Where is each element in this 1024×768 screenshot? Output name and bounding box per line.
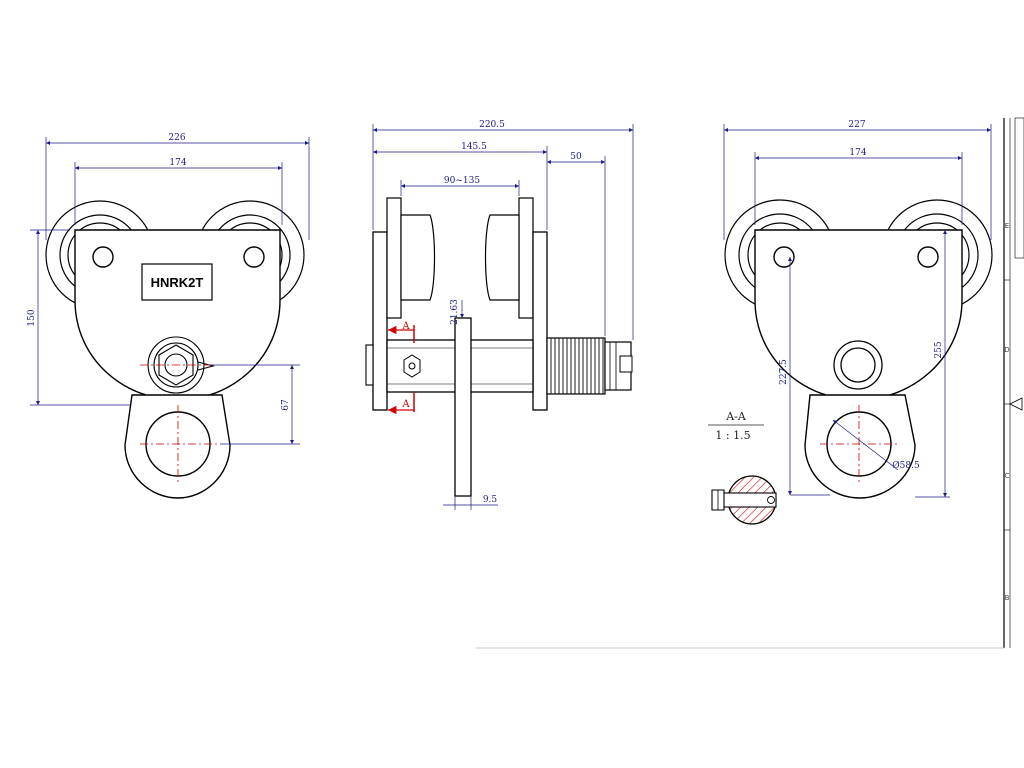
zone-label-d: D [1004, 346, 1009, 354]
side-dim-flange: 90~135 [444, 176, 480, 186]
rear-axle-hole-left [773, 246, 795, 268]
rear-dim-overall-width: 227 [848, 120, 865, 130]
side-right-wheel [484, 197, 534, 319]
front-axle-hole-right [243, 246, 265, 268]
side-dim-plate: 9.5 [483, 495, 498, 505]
side-dim-overall: 220.5 [479, 120, 505, 130]
rear-dim-height-b: 255 [934, 341, 944, 358]
zone-label-b: B [1005, 594, 1010, 602]
model-tag-plate [141, 263, 213, 301]
side-load-plate [454, 317, 472, 497]
rear-dim-hole: Ø58.5 [892, 460, 920, 471]
svg-text:A: A [401, 321, 410, 332]
front-dim-overall-width: 226 [168, 133, 185, 143]
side-dim-right: 50 [570, 152, 582, 162]
rear-view: 227 174 227.5 255 Ø58.5 [723, 120, 993, 499]
zone-label-e: E [1005, 222, 1009, 230]
front-view: HNRK2T 226 [27, 133, 310, 499]
section-title: A-A [725, 410, 747, 423]
side-right-plate [532, 231, 548, 411]
front-dim-lower: 67 [281, 399, 291, 411]
rear-axle-hole-right [917, 246, 939, 268]
svg-text:A: A [401, 399, 410, 410]
side-dim-left: 145.5 [461, 142, 487, 152]
front-dim-height: 150 [27, 309, 37, 326]
side-view: A A 220.5 145.5 50 90~135 21.63 9.5 [365, 120, 634, 510]
rear-dim-height-a: 227.5 [779, 359, 789, 385]
model-tag-label: HNRK2T [151, 275, 204, 290]
sheet-border: E D C B [476, 117, 1024, 649]
section-mark-a: A A [388, 321, 415, 415]
side-threaded-spacer [546, 337, 633, 395]
front-axle-hole-left [92, 246, 114, 268]
section-scale: 1 : 1.5 [715, 429, 750, 442]
side-shaft-nut [403, 354, 421, 378]
side-dim-offset: 21.63 [450, 299, 460, 325]
side-left-plate [372, 231, 388, 411]
section-a-a: A-A 1 : 1.5 [708, 410, 777, 525]
rear-boss [833, 340, 883, 390]
front-dim-wheel-span: 174 [169, 158, 186, 168]
rear-dim-wheel-span: 174 [849, 148, 866, 158]
side-left-wheel [386, 197, 436, 319]
zone-label-c: C [1005, 472, 1010, 480]
